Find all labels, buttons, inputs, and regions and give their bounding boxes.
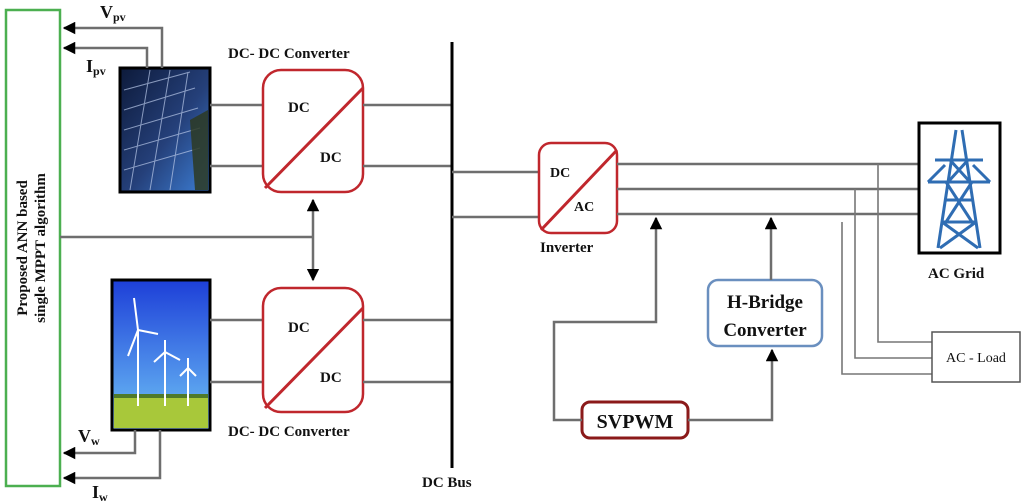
converter-top-title: DC- DC Converter <box>228 46 350 62</box>
controller-label-line2: single MPPT algorithm <box>33 173 49 323</box>
h-bridge-line1: H-Bridge <box>727 292 803 313</box>
inverter-title: Inverter <box>540 240 594 256</box>
h-bridge-line2: Converter <box>723 320 807 341</box>
inverter-in: DC <box>550 166 570 181</box>
h-bridge-converter-box <box>706 278 824 348</box>
dc-dc-converter-bottom <box>261 286 365 414</box>
mppt-controller-box <box>4 8 62 488</box>
converter-bottom-out: DC <box>320 370 342 386</box>
ac-load-label: AC - Load <box>946 351 1006 366</box>
ac-grid-box <box>917 121 1002 255</box>
controller-label-line1: Proposed ANN based <box>15 180 31 316</box>
solar-panel-image <box>118 66 212 194</box>
converter-bottom-title: DC- DC Converter <box>228 424 350 440</box>
wind-turbine-image <box>110 278 212 432</box>
converter-bottom-in: DC <box>288 320 310 336</box>
dc-bus-label: DC Bus <box>422 475 472 491</box>
iw-label: Iw <box>92 482 108 502</box>
vw-label: Vw <box>78 426 100 448</box>
converter-top-out: DC <box>320 150 342 166</box>
inverter-out: AC <box>574 200 594 215</box>
transmission-tower-icon <box>926 129 992 250</box>
ac-grid-label: AC Grid <box>928 266 985 282</box>
ac-load-box <box>931 331 1021 383</box>
converter-top-in: DC <box>288 100 310 116</box>
dc-dc-converter-top <box>261 68 365 194</box>
svpwm-label: SVPWM <box>597 411 674 433</box>
vpv-label: Vpv <box>100 2 126 24</box>
ipv-label: Ipv <box>86 56 106 78</box>
